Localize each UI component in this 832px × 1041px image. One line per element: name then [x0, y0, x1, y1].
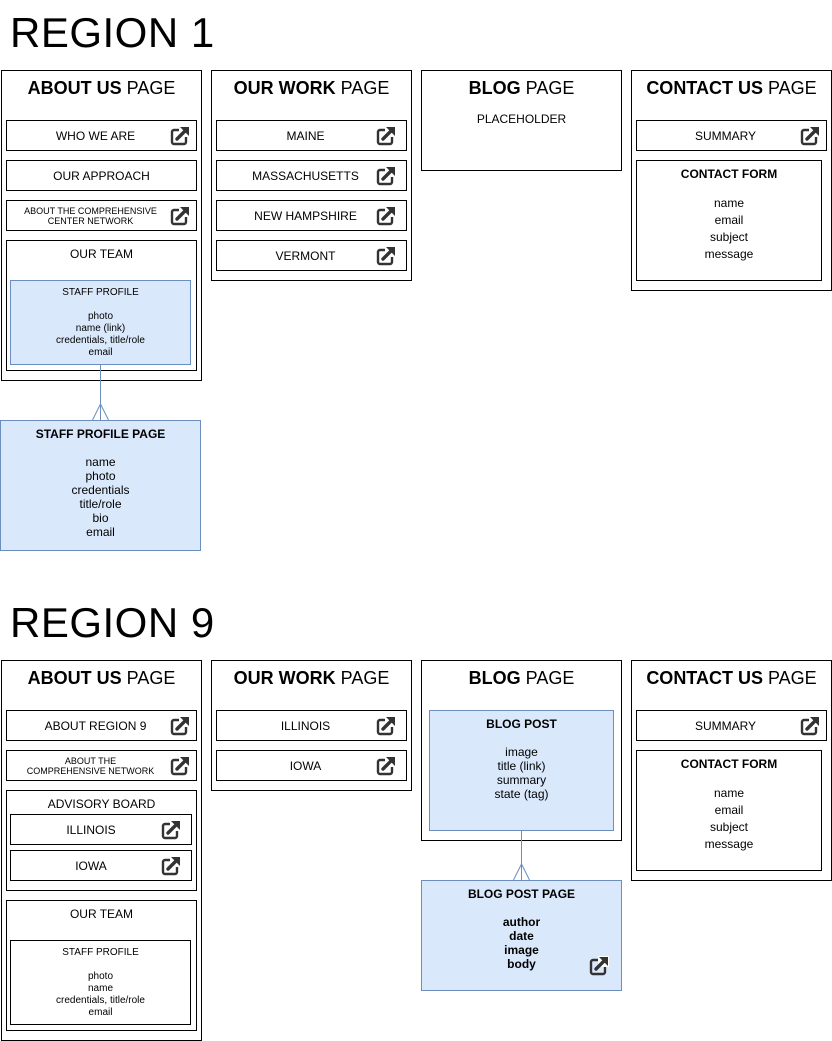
external-link-icon[interactable] — [376, 716, 396, 736]
region-9-title: REGION 9 — [10, 599, 215, 646]
r1-staff-profile-page: STAFF PROFILE PAGE name photo credential… — [0, 420, 201, 551]
external-link-icon[interactable] — [161, 820, 181, 840]
r9-work-item-illinois[interactable]: ILLINOIS — [216, 710, 407, 741]
r9-blog-post-title: BLOG POST — [486, 717, 557, 731]
r1-contact-form: CONTACT FORM name email subject message — [636, 160, 822, 281]
r1-work-item-massachusetts[interactable]: MASSACHUSETTS — [216, 160, 407, 191]
r9-staff-profile-fields: photo name credentials, title/role email — [56, 971, 145, 1018]
external-link-icon[interactable] — [376, 126, 396, 146]
r9-advisory-item-iowa[interactable]: IOWA — [10, 850, 192, 881]
r9-contact-form-fields: name email subject message — [704, 786, 754, 851]
r1-about-us-page-title: ABOUT US PAGE — [27, 78, 176, 98]
r1-contact-form-fields: name email subject message — [704, 196, 754, 261]
r1-staff-profile-connector — [92, 365, 109, 421]
r1-blog-page-title: BLOG PAGE — [468, 78, 575, 98]
r9-work-item-iowa[interactable]: IOWA — [216, 750, 407, 781]
r1-contact-summary-item[interactable]: SUMMARY — [636, 120, 827, 151]
r9-about-us-page-title: ABOUT US PAGE — [27, 668, 176, 688]
external-link-icon[interactable] — [170, 716, 190, 736]
r9-comprehensive-network-item[interactable]: ABOUT THE COMPREHENSIVE NETWORK — [6, 750, 197, 781]
r9-contact-form: CONTACT FORM name email subject message — [636, 750, 822, 871]
r9-staff-profile-card: STAFF PROFILE photo name credentials, ti… — [10, 940, 191, 1025]
r1-cc-network-item[interactable]: ABOUT THE COMPREHENSIVE CENTER NETWORK — [6, 200, 197, 231]
external-link-icon[interactable] — [170, 756, 190, 776]
region-1-title: REGION 1 — [10, 9, 215, 56]
r9-blog-page-title: BLOG PAGE — [468, 668, 575, 688]
r1-staff-profile-page-title: STAFF PROFILE PAGE — [35, 427, 166, 441]
external-link-icon[interactable] — [376, 756, 396, 776]
r9-our-work-page-title: OUR WORK PAGE — [233, 668, 390, 688]
r9-blog-post-page-title: BLOG POST PAGE — [467, 887, 576, 901]
r9-contact-summary-item[interactable]: SUMMARY — [636, 710, 827, 741]
r1-staff-profile-card: STAFF PROFILE photo name (link) credenti… — [10, 280, 191, 365]
r9-about-region-item[interactable]: ABOUT REGION 9 — [6, 710, 197, 741]
r1-blog-page: BLOG PAGE PLACEHOLDER — [421, 70, 622, 171]
external-link-icon[interactable] — [800, 716, 820, 736]
r1-our-team-title: OUR TEAM — [69, 247, 134, 261]
r1-staff-profile-page-fields: name photo credentials title/role bio em… — [71, 455, 130, 539]
r1-our-approach-item[interactable]: OUR APPROACH — [6, 160, 197, 191]
external-link-icon[interactable] — [376, 166, 396, 186]
r1-staff-profile-title: STAFF PROFILE — [62, 287, 139, 298]
r9-advisory-item-illinois[interactable]: ILLINOIS — [10, 814, 192, 845]
r9-contact-form-title: CONTACT FORM — [680, 757, 778, 771]
r1-contact-us-page-title: CONTACT US PAGE — [646, 78, 817, 98]
r9-contact-us-page-title: CONTACT US PAGE — [646, 668, 817, 688]
r1-contact-form-title: CONTACT FORM — [680, 167, 778, 181]
r9-blog-post-fields: image title (link) summary state (tag) — [494, 745, 549, 801]
external-link-icon[interactable] — [170, 126, 190, 146]
r1-work-item-vermont[interactable]: VERMONT — [216, 240, 407, 271]
r9-staff-profile-title: STAFF PROFILE — [62, 947, 139, 958]
r1-blog-placeholder: PLACEHOLDER — [476, 112, 567, 126]
r1-work-item-maine[interactable]: MAINE — [216, 120, 407, 151]
r9-our-team-title: OUR TEAM — [69, 907, 134, 921]
r9-advisory-board-title: ADVISORY BOARD — [47, 797, 156, 811]
external-link-icon[interactable] — [376, 206, 396, 226]
r1-our-work-page-title: OUR WORK PAGE — [233, 78, 390, 98]
r9-blog-post-page: BLOG POST PAGE author date image body — [421, 880, 622, 991]
external-link-icon[interactable] — [170, 206, 190, 226]
r9-blog-post-card: BLOG POST image title (link) summary sta… — [429, 710, 614, 831]
r9-blog-post-connector — [513, 831, 530, 881]
r1-work-item-new-hampshire[interactable]: NEW HAMPSHIRE — [216, 200, 407, 231]
external-link-icon[interactable] — [376, 246, 396, 266]
external-link-icon[interactable] — [589, 956, 609, 976]
r1-staff-profile-fields: photo name (link) credentials, title/rol… — [56, 311, 145, 358]
external-link-icon[interactable] — [800, 126, 820, 146]
external-link-icon[interactable] — [161, 856, 181, 876]
r9-blog-post-page-fields: author date image body — [502, 915, 541, 971]
r1-who-we-are-item[interactable]: WHO WE ARE — [6, 120, 197, 151]
